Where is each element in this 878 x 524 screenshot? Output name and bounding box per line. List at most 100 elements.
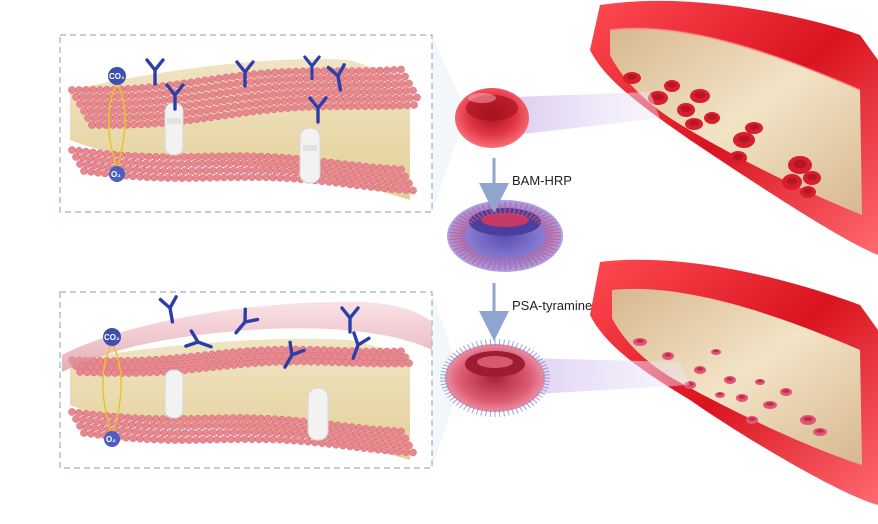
lipid-head-inner <box>397 427 405 436</box>
lipid-head-inner <box>87 168 95 176</box>
lipid-head-inner <box>377 439 385 448</box>
lipid-head-inner <box>255 173 263 181</box>
lipid-head-inner <box>159 415 167 423</box>
protein-channel-top-1 <box>164 102 184 156</box>
lipid-head-inner <box>241 435 249 443</box>
lipid-head-outer <box>208 75 216 84</box>
zoom-cone-top <box>515 92 660 135</box>
lipid-head-outer <box>138 84 146 92</box>
lipid-head-inner <box>205 421 213 430</box>
lipid-head-outer <box>410 101 418 109</box>
lipid-head-inner <box>265 166 273 175</box>
lipid-head-inner <box>184 422 192 430</box>
lipid-head-outer <box>210 105 218 114</box>
lipid-head-outer <box>336 95 344 103</box>
lipid-head-outer <box>348 67 356 75</box>
lipid-head-inner <box>227 435 235 444</box>
lipid-head-inner <box>68 146 76 154</box>
red-blood-cell <box>664 80 680 92</box>
lipid-head-inner <box>153 166 161 175</box>
lipid-head-inner <box>282 160 290 169</box>
lipid-head-inner <box>185 436 193 444</box>
o2-molecule-bottom <box>104 431 120 447</box>
lipid-head-outer <box>104 369 112 377</box>
red-blood-cell <box>745 122 763 134</box>
lipid-head-outer <box>238 101 246 110</box>
lipid-head-outer <box>90 368 98 377</box>
lipid-head-inner <box>325 440 333 448</box>
psa-hair <box>538 391 546 395</box>
lipid-head-outer <box>350 95 358 103</box>
lipid-head-outer <box>305 103 313 111</box>
co2-molecule-bottom <box>103 328 121 346</box>
lipid-head-inner <box>80 167 88 175</box>
psa-hair <box>534 355 541 361</box>
lipid-head-outer <box>198 84 206 93</box>
lipid-head-outer <box>196 107 204 116</box>
lipid-head-inner <box>285 154 293 162</box>
lipid-head-outer <box>292 67 300 76</box>
bam-hrp-ray <box>541 244 557 251</box>
lipid-head-inner <box>409 186 417 195</box>
lipid-head-inner <box>290 174 298 183</box>
lipid-head-outer <box>342 81 350 89</box>
lipid-head-outer <box>229 72 237 81</box>
lipid-head-inner <box>254 159 262 168</box>
lipid-head-outer <box>391 359 399 368</box>
lipid-head-outer <box>354 102 362 110</box>
lipid-head-inner <box>377 177 385 186</box>
lipid-head-outer <box>342 358 350 367</box>
lipid-head-outer <box>122 106 130 115</box>
lipid-head-inner <box>152 153 160 161</box>
lipid-head-outer <box>320 67 328 75</box>
psa-hair <box>510 407 515 415</box>
lipid-head-inner <box>146 166 154 175</box>
lipid-head-outer <box>304 88 312 97</box>
lipid-head-outer <box>144 120 152 128</box>
lipid-head-inner <box>94 430 102 439</box>
lipid-head-inner <box>293 430 301 438</box>
lipid-head-outer <box>143 105 151 114</box>
psa-hair <box>539 364 547 368</box>
lipid-head-outer <box>237 360 245 369</box>
lipid-head-outer <box>370 359 378 368</box>
lipid-head-inner <box>159 153 167 161</box>
bam-hrp-ray <box>544 239 560 244</box>
lipid-head-outer <box>362 67 370 75</box>
psa-hair <box>480 408 484 416</box>
lipid-head-outer <box>293 82 301 90</box>
lipid-head-inner <box>264 415 272 423</box>
lipid-head-inner <box>388 447 396 455</box>
lipid-head-inner <box>142 421 150 430</box>
psa-hair <box>447 358 454 363</box>
lipid-head-inner <box>384 178 392 186</box>
lipid-head-outer <box>223 361 231 370</box>
bam-hrp-ray <box>451 242 468 248</box>
lipid-head-inner <box>143 173 151 181</box>
lipid-head-inner <box>174 167 182 175</box>
lipid-head-outer <box>366 74 374 82</box>
coated-red-blood-cell <box>736 394 748 402</box>
lipid-head-inner <box>167 167 175 175</box>
lipid-head-inner <box>258 428 266 437</box>
lipid-head-outer <box>111 369 119 377</box>
lipid-head-outer <box>321 358 329 366</box>
lipid-head-outer <box>269 90 277 99</box>
lipid-head-outer <box>289 75 297 83</box>
lipid-head-outer <box>265 83 273 92</box>
lipid-head-outer <box>87 107 95 115</box>
psa-hair <box>498 339 501 347</box>
psa-hair <box>475 341 480 349</box>
lipid-head-inner <box>395 185 403 194</box>
lipid-head-outer <box>313 67 321 75</box>
lipid-head-outer <box>332 88 340 96</box>
lipid-head-outer <box>109 121 117 129</box>
lipid-head-outer <box>279 82 287 91</box>
lipid-head-inner <box>188 167 196 175</box>
lipid-head-inner <box>177 160 185 168</box>
bam-hrp-ray <box>544 228 560 233</box>
psa-hair <box>459 347 465 354</box>
lipid-head-outer <box>325 88 333 96</box>
lipid-head-outer <box>154 112 162 120</box>
lipid-head-inner <box>276 436 284 444</box>
